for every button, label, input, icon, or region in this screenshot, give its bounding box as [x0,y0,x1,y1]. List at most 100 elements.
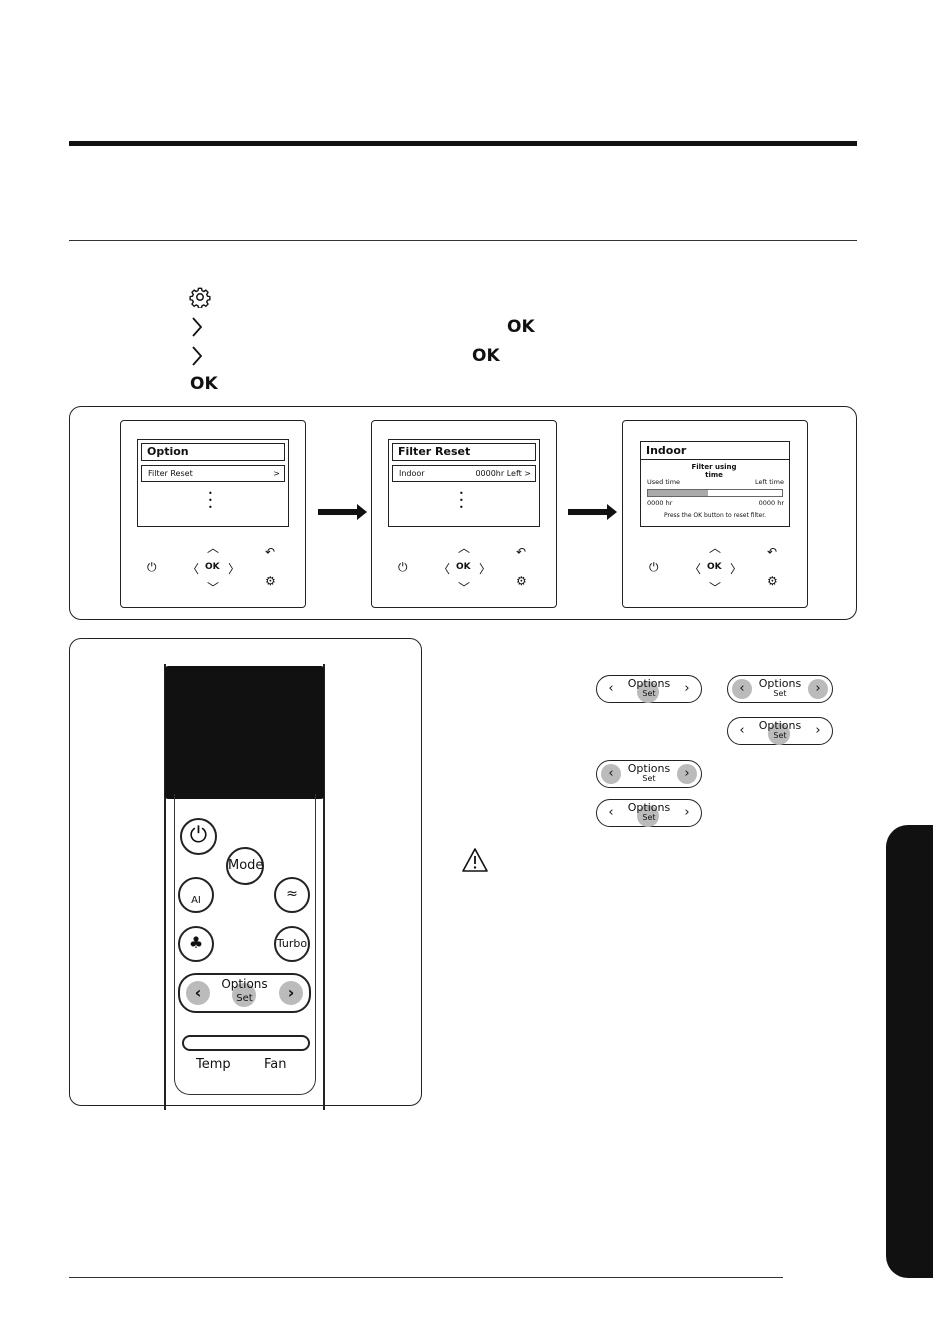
mode-label: Mode [228,858,264,873]
ok-button[interactable]: OK [456,562,471,572]
down-button[interactable]: ﹀ [709,581,722,595]
options-bar: ‹ Options Set › [178,973,311,1013]
arrow-right-icon [318,504,367,520]
up-button[interactable]: ︿ [207,541,220,555]
left-button[interactable]: 〈 [689,562,702,576]
more-dots: ••• [208,489,213,512]
used-time-value: 0000 hr [647,499,673,507]
chevron-right-icon: › [815,723,821,738]
purify-button[interactable]: ♣ [178,926,214,962]
chevron-left-icon: ‹ [608,805,614,820]
right-button[interactable]: 〉 [479,562,492,576]
pill-options-label: Options [758,719,802,732]
filter-progress-fill [648,490,709,496]
chevron-left-icon: ‹ [601,764,621,784]
left-button[interactable]: 〈 [438,562,451,576]
power-button[interactable]: ⏻ [180,818,217,855]
menu-row-value: 0000hr Left > [475,469,531,478]
ok-button[interactable]: OK [205,562,220,572]
left-time-value: 0000 hr [758,499,784,507]
left-time-label: Left time [755,478,784,486]
turbo-button[interactable]: Turbo [274,926,310,962]
footer-rule [69,1277,783,1278]
power-icon[interactable]: ⏻ [398,560,408,574]
pill-options-label: Options [627,677,671,690]
chevron-left-icon: ‹ [608,681,614,696]
options-pill-center: ‹ Options Set › [727,717,833,745]
ai-label: AI [191,895,201,906]
down-button[interactable]: ﹀ [207,581,220,595]
mode-button[interactable]: Mode [226,847,264,885]
back-icon[interactable]: ↶ [265,545,276,559]
pill-set-label: Set [642,813,656,822]
remote-control: ⏻ Mode AI ≈ ♣ Turbo ‹ Options Set › Temp… [164,664,325,1110]
ok-label: OK [472,346,500,366]
section-rule [69,240,857,241]
up-button[interactable]: ︿ [709,541,722,555]
controller-screen: Filter Reset Indoor 0000hr Left > ••• [388,439,540,527]
arrow-right-icon [568,504,617,520]
chevron-left-icon: ‹ [732,679,752,699]
wired-controller-panel: Indoor Filter using time Used time Left … [622,420,808,608]
options-pill-center: ‹ Options Set › [596,799,702,827]
highlight-dot [637,805,659,827]
options-label: Options [221,977,268,991]
ok-button[interactable]: OK [707,562,722,572]
options-left-button[interactable]: ‹ [186,981,210,1005]
gear-icon [189,286,211,309]
power-icon[interactable]: ⏻ [147,560,157,574]
fan-label: Fan [264,1057,287,1072]
remote-body [164,664,325,1110]
remote-lower-body [174,794,316,1095]
ok-label: OK [190,374,218,394]
down-button[interactable]: ﹀ [458,581,471,595]
right-button[interactable]: 〉 [228,562,241,576]
back-icon[interactable]: ↶ [516,545,527,559]
options-right-button[interactable]: › [279,981,303,1005]
power-icon[interactable]: ⏻ [649,560,659,574]
menu-row-label: Filter Reset [148,469,193,478]
chevron-left-icon: ‹ [739,723,745,738]
remote-display [165,666,324,799]
controller-screen: Option Filter Reset> ••• [137,439,289,527]
controller-screen: Indoor Filter using time Used time Left … [640,441,790,527]
chevron-right-icon [190,345,204,367]
chevron-right-icon: › [684,681,690,696]
chevron-right-icon: › [808,679,828,699]
right-button[interactable]: 〉 [730,562,743,576]
back-icon[interactable]: ↶ [767,545,778,559]
ai-button[interactable]: AI [178,877,214,913]
used-time-label: Used time [647,478,681,486]
screen-title: Filter Reset [392,443,536,461]
gear-icon[interactable]: ⚙ [265,574,276,588]
options-center-dot [232,983,256,1007]
pill-set-label: Set [642,689,656,698]
menu-row: Filter Reset> [141,465,285,482]
menu-row-label: Indoor [399,469,425,478]
set-label: Set [236,993,253,1004]
screen-title: Indoor [641,442,789,460]
pill-set-label: Set [642,774,656,783]
menu-row: Indoor 0000hr Left > [392,465,536,482]
chevron-right-icon: › [677,764,697,784]
temp-fan-rocker[interactable] [182,1035,310,1051]
pill-options-label: Options [627,801,671,814]
up-button[interactable]: ︿ [458,541,471,555]
left-button[interactable]: 〈 [187,562,200,576]
highlight-dot [637,681,659,703]
wind-free-button[interactable]: ≈ [274,877,310,913]
options-pill-sides: ‹ Options Set › [727,675,833,703]
ok-label: OK [507,317,535,337]
more-dots: ••• [459,489,464,512]
pill-options-label: Options [627,762,671,775]
pill-options-label: Options [758,677,802,690]
chevron-right-icon: › [684,805,690,820]
pill-set-label: Set [773,689,787,698]
warning-icon [461,847,489,873]
wired-controller-panel: Filter Reset Indoor 0000hr Left > ••• ︿ ⏻… [371,420,557,608]
screen-title: Option [141,443,285,461]
gear-icon[interactable]: ⚙ [767,574,778,588]
gear-icon[interactable]: ⚙ [516,574,527,588]
reset-instruction: Press the OK button to reset filter. [663,512,767,519]
wired-controller-panel: Option Filter Reset> ••• ︿ ⏻ 〈 OK 〉 ↶ ⚙ … [120,420,306,608]
